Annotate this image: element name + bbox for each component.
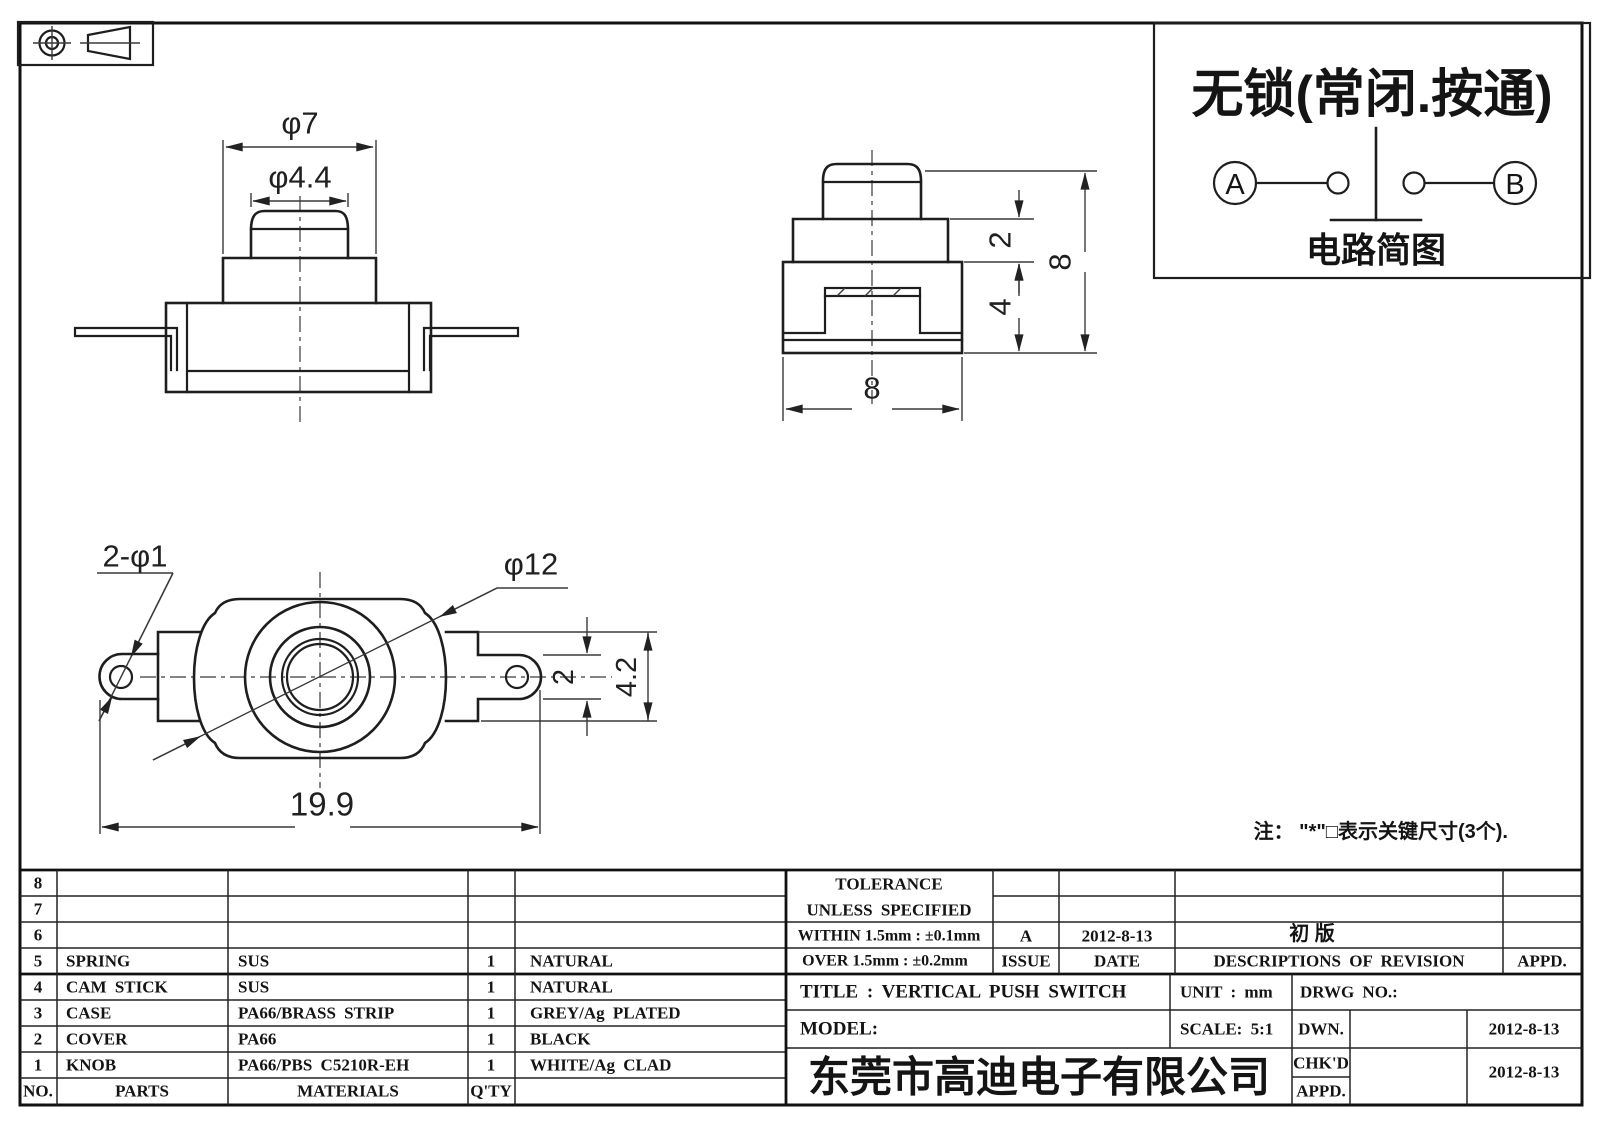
- row-no: 7: [34, 900, 43, 919]
- descriptions-label: DESCRIPTIONS OF REVISION: [1213, 952, 1465, 971]
- scale-field: SCALE: 5:1: [1180, 1020, 1273, 1039]
- dwn-label: DWN.: [1298, 1020, 1344, 1039]
- row-part: CAM STICK: [66, 978, 169, 997]
- side-view: 2 4 8 8: [781, 150, 1097, 421]
- top-right-tab: [444, 630, 543, 723]
- terminal-b-label: B: [1505, 169, 1524, 201]
- row-finish: NATURAL: [530, 978, 613, 997]
- row-part: COVER: [66, 1030, 128, 1049]
- row-finish: WHITE/Ag CLAD: [530, 1056, 671, 1075]
- chkd-label: CHK'D: [1293, 1054, 1349, 1073]
- side-dim-base: 4: [983, 298, 1018, 315]
- model-field: MODEL:: [800, 1019, 878, 1040]
- row-material: PA66/PBS C5210R-EH: [238, 1056, 409, 1075]
- side-dim-width: 8: [863, 371, 880, 406]
- row-material: PA66: [238, 1030, 276, 1049]
- row-material: SUS: [238, 952, 269, 971]
- projection-symbol-icon: [16, 20, 155, 67]
- contact-right-icon: [1402, 171, 1426, 195]
- appd-label: APPD.: [1296, 1082, 1346, 1101]
- terminal-b-icon: [1492, 160, 1538, 206]
- top-dim-holes: 2-φ1: [103, 539, 168, 574]
- row-qty: 1: [487, 978, 496, 997]
- contact-left-icon: [1326, 171, 1350, 195]
- header-qty: Q'TY: [470, 1082, 512, 1101]
- unit-field: UNIT : mm: [1180, 983, 1273, 1002]
- row-finish: GREY/Ag PLATED: [530, 1004, 681, 1023]
- title-field: TITLE : VERTICAL PUSH SWITCH: [800, 982, 1127, 1003]
- row-qty: 1: [487, 952, 496, 971]
- row-no: 5: [34, 952, 43, 971]
- appd-column-label: APPD.: [1517, 952, 1567, 971]
- key-dimension-note: 注： "*"□表示关键尺寸(3个).: [1254, 819, 1508, 843]
- side-dim-step: 2: [983, 231, 1018, 248]
- row-no: 1: [34, 1056, 43, 1075]
- circuit-diagram-box: 无锁(常闭.按通) A B 电路简图: [1152, 21, 1592, 280]
- row-part: KNOB: [66, 1056, 116, 1075]
- row-no: 6: [34, 926, 43, 945]
- tolerance-over: OVER 1.5mm : ±0.2mm: [802, 953, 968, 970]
- parts-table: 8 7 6 5 4 3 2 1 SPRING CAM STICK CASE CO…: [23, 874, 680, 1101]
- date-label: DATE: [1094, 952, 1140, 971]
- row-material: PA66/BRASS STRIP: [238, 1004, 394, 1023]
- top-right-hole: [504, 664, 530, 690]
- dwn-date: 2012-8-13: [1489, 1020, 1560, 1039]
- row-no: 3: [34, 1004, 43, 1023]
- revision-date-value: 2012-8-13: [1082, 927, 1153, 946]
- row-finish: NATURAL: [530, 952, 613, 971]
- front-dim-knob: φ4.4: [268, 160, 331, 195]
- tolerance-within: WITHIN 1.5mm : ±0.1mm: [798, 928, 981, 945]
- revision-issue-value: A: [1020, 927, 1033, 946]
- row-no: 8: [34, 874, 43, 893]
- front-left-terminal: [73, 326, 179, 372]
- front-view: φ7 φ4.4: [73, 106, 520, 424]
- row-part: CASE: [66, 1004, 111, 1023]
- top-dim-lug: 2: [548, 669, 580, 685]
- header-materials: MATERIALS: [297, 1082, 399, 1101]
- header-no: NO.: [23, 1082, 53, 1101]
- sheet-frame: [18, 21, 1584, 1107]
- tolerance-line1: TOLERANCE: [835, 875, 942, 894]
- terminal-a-label: A: [1225, 169, 1245, 201]
- front-right-terminal: [422, 326, 520, 372]
- side-dim-height: 8: [1043, 253, 1078, 270]
- row-material: SUS: [238, 978, 269, 997]
- row-no: 2: [34, 1030, 43, 1049]
- title-block: TOLERANCE UNLESS SPECIFIED WITHIN 1.5mm …: [798, 875, 1567, 1101]
- top-left-tab: [156, 630, 202, 723]
- row-qty: 1: [487, 1030, 496, 1049]
- top-dim-tab: 4.2: [611, 657, 643, 697]
- company-name: 东莞市高迪电子有限公司: [808, 1054, 1270, 1101]
- row-no: 4: [34, 978, 43, 997]
- circuit-caption: 电路简图: [1306, 232, 1446, 271]
- revision-description-value: 初 版: [1289, 921, 1335, 945]
- tolerance-line2: UNLESS SPECIFIED: [806, 901, 971, 920]
- circuit-title: 无锁(常闭.按通): [1191, 66, 1552, 124]
- top-dim-length: 19.9: [290, 786, 354, 823]
- row-qty: 1: [487, 1004, 496, 1023]
- drwg-no-field: DRWG NO.:: [1300, 983, 1398, 1002]
- top-view: 2-φ1 φ12 2 4.2 19.9: [97, 539, 657, 834]
- front-dim-outer: φ7: [281, 106, 318, 141]
- header-parts: PARTS: [115, 1082, 169, 1101]
- row-finish: BLACK: [530, 1030, 591, 1049]
- chkd-date: 2012-8-13: [1489, 1063, 1560, 1082]
- row-qty: 1: [487, 1056, 496, 1075]
- top-left-hole: [108, 664, 134, 690]
- row-part: SPRING: [66, 952, 130, 971]
- table-grid: [20, 868, 1582, 1105]
- issue-label: ISSUE: [1001, 952, 1050, 971]
- top-dim-body: φ12: [504, 547, 559, 582]
